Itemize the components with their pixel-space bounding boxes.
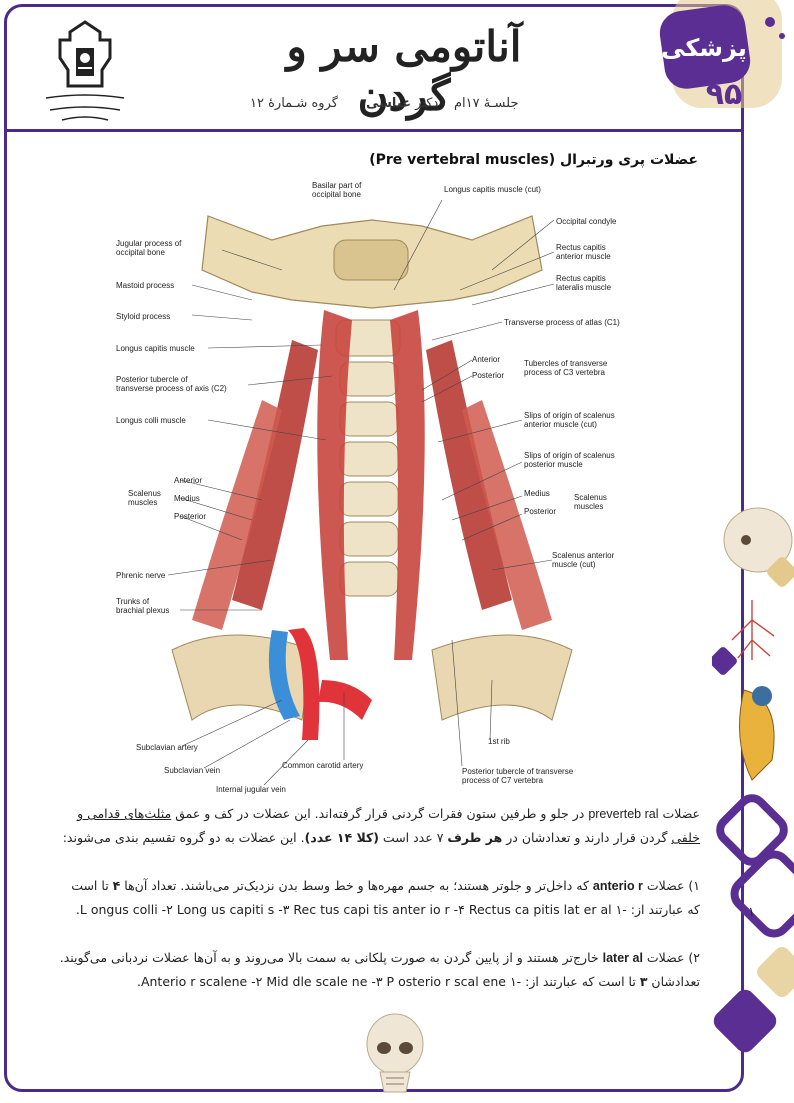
label-slips-ant-2: anterior muscle (cut): [524, 420, 597, 429]
session-label: جلسـهٔ ۱۷ام: [454, 96, 519, 111]
doctor-name: عباسی: [366, 96, 412, 111]
page-header: آناتومی سر و گردن جلسـهٔ ۱۷ام دکتر عباسی…: [4, 4, 744, 132]
label-internal-jugular: Internal jugular vein: [216, 785, 286, 794]
label-post-tubercle-2: transverse process of axis (C2): [116, 384, 227, 393]
p3-bold-count: ۳: [639, 974, 648, 989]
p1-text-f: گردن قرار دارند و تعدادشان در: [502, 830, 672, 845]
label-longus-colli: Longus colli muscle: [116, 416, 186, 425]
label-occipital-condyle: Occipital condyle: [556, 217, 617, 226]
label-phrenic: Phrenic nerve: [116, 571, 166, 580]
bottom-skull-icon: [366, 1013, 424, 1093]
p2-text-f: که عبارتند از:: [626, 902, 700, 917]
label-slips-post-1: Slips of origin of scalenus: [524, 451, 615, 460]
label-post-tubercle-1: Posterior tubercle of: [116, 375, 188, 384]
p1-bold-total: (کلا ۱۴ عدد): [304, 830, 379, 845]
university-logo: [45, 20, 125, 121]
label-transverse-atlas: Transverse process of atlas (C1): [504, 318, 620, 327]
label-right-scalenus-2: muscles: [574, 502, 603, 511]
p1-text-a: عضلات: [658, 806, 700, 821]
p3-text-a: ۲) عضلات: [642, 950, 700, 965]
p3-text-d: تعدادشان: [647, 974, 700, 989]
vessel-icon: [731, 600, 775, 660]
label-scalenus-posterior: Posterior: [174, 512, 206, 521]
p3-term-lateral: later al: [602, 951, 643, 965]
label-trunks-1: Trunks of: [116, 597, 150, 606]
label-subclavian-vein: Subclavian vein: [164, 766, 220, 775]
p1-underline-triangles: مثلث‌های قدامی و: [77, 806, 172, 821]
p1-bold-each-side: هر طرف: [447, 830, 503, 845]
label-rect-ant-1: Rectus capitis: [556, 243, 606, 252]
label-c3-anterior: Anterior: [472, 355, 500, 364]
p1-text-j: . این عضلات به دو گروه تقسیم بندی می‌شون…: [62, 830, 305, 845]
label-c7-2: process of C7 vertebra: [462, 776, 543, 785]
paragraph-lateral-group: ۲) عضلات later al خارج‌تر هستند و از پای…: [40, 946, 700, 994]
paragraph-anterior-group: ۱) عضلات anterio r که داخل‌تر و جلوتر هس…: [40, 874, 700, 922]
label-jugular-1: Jugular process of: [116, 239, 182, 248]
p3-muscle-list: -۱ Anterio r scalene -۲ Mid dle scale ne…: [136, 974, 522, 989]
brand-text: پزشکی: [661, 34, 747, 62]
label-slips-post-2: posterior muscle: [524, 460, 583, 469]
label-longus-capitis: Longus capitis muscle: [116, 344, 195, 353]
label-scalenus-1: Scalenus: [128, 489, 161, 498]
label-c3-posterior: Posterior: [472, 371, 504, 380]
brand-logo: پزشکی ۹۵: [659, 0, 785, 112]
label-rect-lat-1: Rectus capitis: [556, 274, 606, 283]
label-right-scalenus-1: Scalenus: [574, 493, 607, 502]
label-right-posterior: Posterior: [524, 507, 556, 516]
section-title: عضلات پری ورتبرال (Pre vertebral muscles…: [369, 152, 698, 168]
label-right-medius: Medius: [524, 489, 550, 498]
p1-underline-posterior: خلفی: [671, 830, 700, 845]
label-rect-ant-2: anterior muscle: [556, 252, 611, 261]
label-longus-capitis-cut: Longus capitis muscle (cut): [444, 185, 541, 194]
label-c3-1: Tubercles of transverse: [524, 359, 608, 368]
p1-text-c: در جلو و طرفین ستون فقرات گردنی قرار گرف…: [171, 806, 589, 821]
doctor-label: دکتر عباسی: [366, 96, 438, 111]
label-scalenus-medius: Medius: [174, 494, 200, 503]
label-mastoid: Mastoid process: [116, 281, 174, 290]
page-number: ۱: [748, 905, 755, 920]
prevertebral-muscles-illustration: Basilar part of occipital bone Jugular p…: [116, 181, 620, 794]
p2-text-a: ۱) عضلات: [642, 878, 700, 893]
label-basilar-1: Basilar part of: [312, 181, 362, 190]
p2-text-e: تا است: [71, 878, 113, 893]
p3-text-c: خارج‌تر هستند و از پایین گردن به صورت پل…: [59, 950, 603, 965]
label-c3-2: process of C3 vertebra: [524, 368, 605, 377]
label-styloid: Styloid process: [116, 312, 170, 321]
p2-text-c: که داخل‌تر و جلوتر هستند؛ به جسم مهره‌ها…: [120, 878, 593, 893]
brand-year: ۹۵: [706, 77, 743, 112]
label-c7-1: Posterior tubercle of transverse: [462, 767, 574, 776]
page-title: آناتومی سر و گردن: [286, 22, 522, 120]
labels-right: Longus capitis muscle (cut) Occipital co…: [444, 185, 620, 785]
doctor-title: دکتر: [415, 96, 439, 111]
label-basilar-2: occipital bone: [312, 190, 361, 199]
p1-term-prevertebral: preverteb ral: [588, 807, 659, 821]
label-trunks-2: brachial plexus: [116, 606, 169, 615]
label-scalenus-2: muscles: [128, 498, 157, 507]
label-first-rib: 1st rib: [488, 737, 510, 746]
paragraph-intro: عضلات preverteb ral در جلو و طرفین ستون …: [40, 802, 700, 850]
label-jugular-2: occipital bone: [116, 248, 165, 257]
p2-bold-count: ۴: [112, 878, 121, 893]
p3-text-f: تا است که عبارتند از:: [521, 974, 640, 989]
labels-left: Basilar part of occipital bone Jugular p…: [116, 181, 363, 794]
label-rect-lat-2: lateralis muscle: [556, 283, 612, 292]
label-subclavian-artery: Subclavian artery: [136, 743, 198, 752]
group-label: گروه شـمارهٔ ۱۲: [250, 96, 338, 111]
label-slips-ant-1: Slips of origin of scalenus: [524, 411, 615, 420]
skull-icon: [723, 507, 793, 573]
label-scal-ant-cut-2: muscle (cut): [552, 560, 596, 569]
label-scalenus-anterior: Anterior: [174, 476, 202, 485]
side-decoration: [712, 507, 794, 1053]
p1-text-h: ۷ عدد است: [378, 830, 448, 845]
label-common-carotid: Common carotid artery: [282, 761, 363, 770]
p2-muscle-list: -۱ L ongus colli -۲ Long us capiti s -۳ …: [75, 902, 627, 917]
label-scal-ant-cut-1: Scalenus anterior: [552, 551, 615, 560]
p2-term-anterior: anterio r: [592, 879, 643, 893]
